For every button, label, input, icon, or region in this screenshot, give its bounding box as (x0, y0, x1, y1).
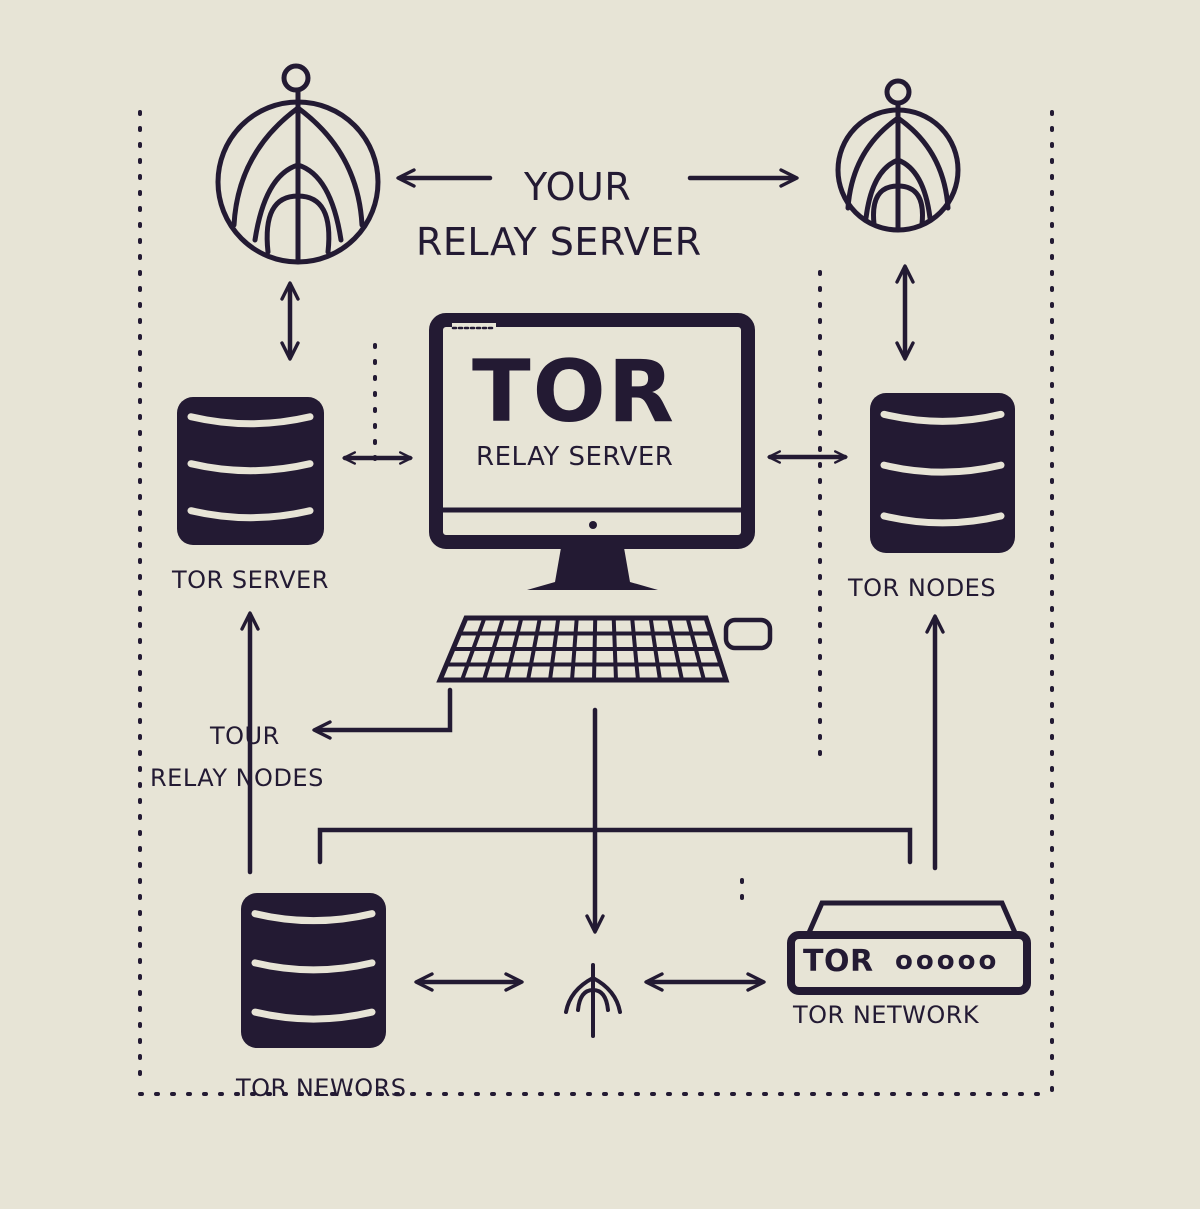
database-icon (241, 893, 386, 1048)
monitor-icon (429, 313, 755, 590)
bottom-left-label: TOR NEWORS (236, 1074, 407, 1102)
keyboard-column-divider (570, 616, 579, 682)
screen-headline: TOR (472, 342, 676, 442)
dotted-frame (138, 110, 1054, 1096)
tor-onion-icon (835, 78, 961, 233)
title-line2: RELAY SERVER (416, 220, 702, 264)
router-brand: TOR (803, 944, 874, 979)
database-band (251, 1008, 376, 1023)
database-band (187, 460, 314, 475)
keyboard-column-divider (504, 616, 524, 682)
tor-network-label: TOR NETWORK (793, 1001, 980, 1029)
database-band (880, 461, 1005, 476)
tor-onion-icon (564, 963, 622, 1038)
keyboard-column-divider (592, 616, 598, 682)
database-band (251, 910, 376, 925)
database-band (251, 959, 376, 974)
router-status-lights: ooooo (895, 946, 1000, 976)
router-icon (787, 900, 1031, 995)
tor-nodes-label: TOR NODES (848, 574, 997, 602)
tor-onion-icon (215, 63, 381, 265)
keyboard-column-divider (482, 616, 505, 682)
keyboard-column-divider (548, 616, 561, 682)
keyboard-column-divider (611, 616, 618, 682)
keyboard-column-divider (630, 616, 640, 682)
database-band (187, 413, 314, 428)
keyboard-icon (436, 615, 730, 683)
connection-arrows (240, 168, 945, 992)
database-band (187, 507, 314, 522)
tor-server-label: TOR SERVER (172, 566, 329, 594)
database-icon (870, 393, 1015, 553)
database-band (880, 410, 1005, 425)
keyboard-column-divider (667, 616, 684, 682)
screen-subtitle: RELAY SERVER (476, 442, 674, 472)
relay-nodes-label-line1: TOUR (210, 722, 280, 750)
keyboard-column-divider (460, 616, 487, 682)
keyboard-column-divider (648, 616, 662, 682)
database-band (880, 512, 1005, 527)
database-icon (177, 397, 324, 545)
relay-nodes-label-line2: RELAY NODES (150, 764, 324, 792)
keyboard-column-divider (526, 616, 542, 682)
keyboard-column-divider (685, 616, 706, 682)
title-line1: YOUR (524, 165, 632, 209)
mouse-icon (723, 617, 773, 651)
